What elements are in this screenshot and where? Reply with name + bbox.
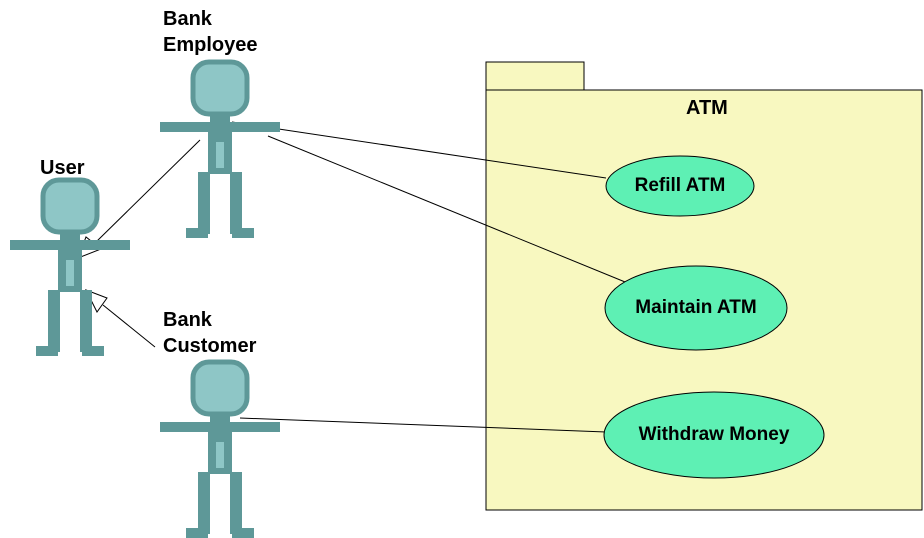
association-customer-withdraw	[239, 417, 607, 433]
actor-bank-employee	[160, 62, 280, 238]
actor-label-employee-line2: Employee	[163, 34, 258, 56]
actor-bank-customer	[160, 362, 280, 538]
usecase-label-maintain: Maintain ATM	[635, 297, 757, 318]
actor-label-customer-line1: Bank	[163, 309, 212, 331]
generalization-employee-user-line	[94, 139, 201, 244]
usecase-maintain-atm	[604, 265, 788, 351]
actor-label-user: User	[40, 157, 85, 179]
package-label: ATM	[686, 97, 728, 119]
associations	[231, 121, 631, 433]
actor-label-customer-line2: Customer	[163, 335, 257, 357]
actor-label-employee-line1: Bank	[163, 8, 212, 30]
usecase-withdraw-money	[603, 391, 825, 479]
generalization-customer-user-line	[102, 304, 156, 348]
usecase-label-withdraw: Withdraw Money	[638, 424, 790, 445]
package-tab	[485, 61, 585, 91]
use-cases	[603, 155, 825, 479]
association-employee-maintain	[267, 135, 631, 285]
usecase-refill-atm	[605, 155, 755, 217]
association-employee-refill	[231, 121, 607, 179]
actor-user	[10, 180, 130, 356]
usecase-label-refill: Refill ATM	[634, 175, 726, 196]
